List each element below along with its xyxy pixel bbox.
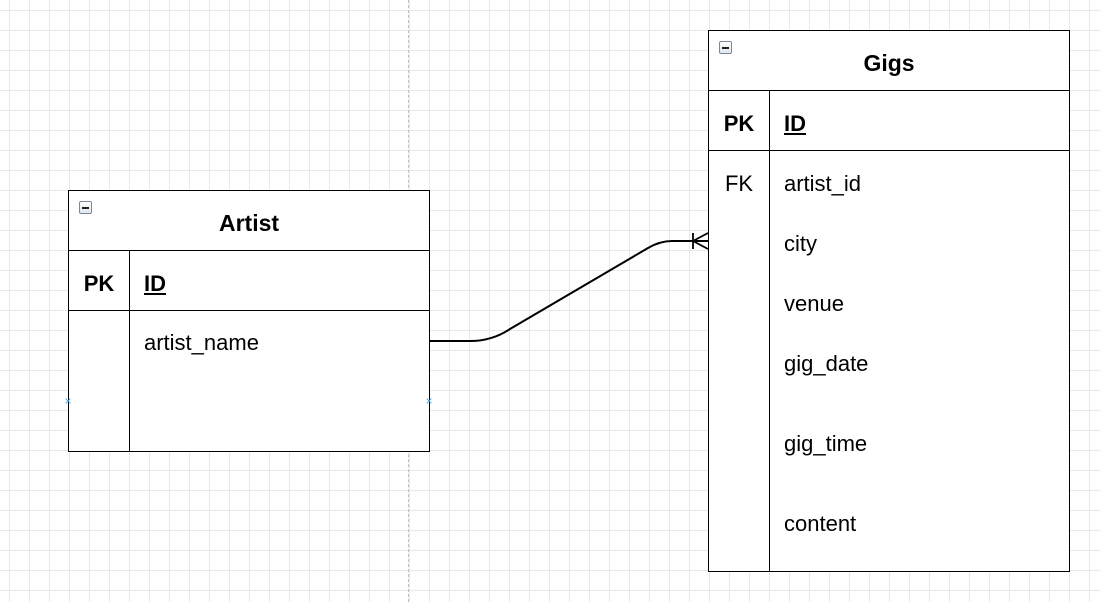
key-column-divider [769,91,770,571]
collapse-icon[interactable] [79,201,92,214]
entity-title: Artist [218,210,280,236]
field-gig-time[interactable]: gig_time [784,431,868,456]
entity-artist[interactable]: Artist PK ID artist_name [68,190,430,452]
entity-title: Gigs [863,50,915,76]
entity-gigs[interactable]: Gigs PK ID FK artist_id city venue gig_d… [708,30,1070,572]
connection-point-icon[interactable]: × [64,394,72,408]
field-gig-date[interactable]: gig_date [784,351,869,376]
field-artist-name[interactable]: artist_name [144,330,259,355]
field-content[interactable]: content [784,511,857,536]
pk-field: ID [144,271,166,296]
field-venue[interactable]: venue [784,291,844,316]
fk-label: FK [724,171,754,196]
connection-point-icon[interactable]: × [425,394,433,408]
field-artist-id[interactable]: artist_id [784,171,862,196]
collapse-icon[interactable] [719,41,732,54]
primary-key-row[interactable]: PK ID [69,251,429,311]
primary-key-row[interactable]: PK ID [709,91,1069,151]
field-city[interactable]: city [784,231,817,256]
crows-foot-prong-top [692,232,709,242]
crows-foot-prong-bottom [692,240,709,250]
key-column-divider [129,251,130,451]
pk-field: ID [784,111,806,136]
entity-header[interactable]: Artist [69,191,429,251]
entity-header[interactable]: Gigs [709,31,1069,91]
connector-line [430,240,708,342]
pk-label: PK [83,271,115,296]
crows-foot-marker [692,232,709,250]
pk-label: PK [723,111,755,136]
